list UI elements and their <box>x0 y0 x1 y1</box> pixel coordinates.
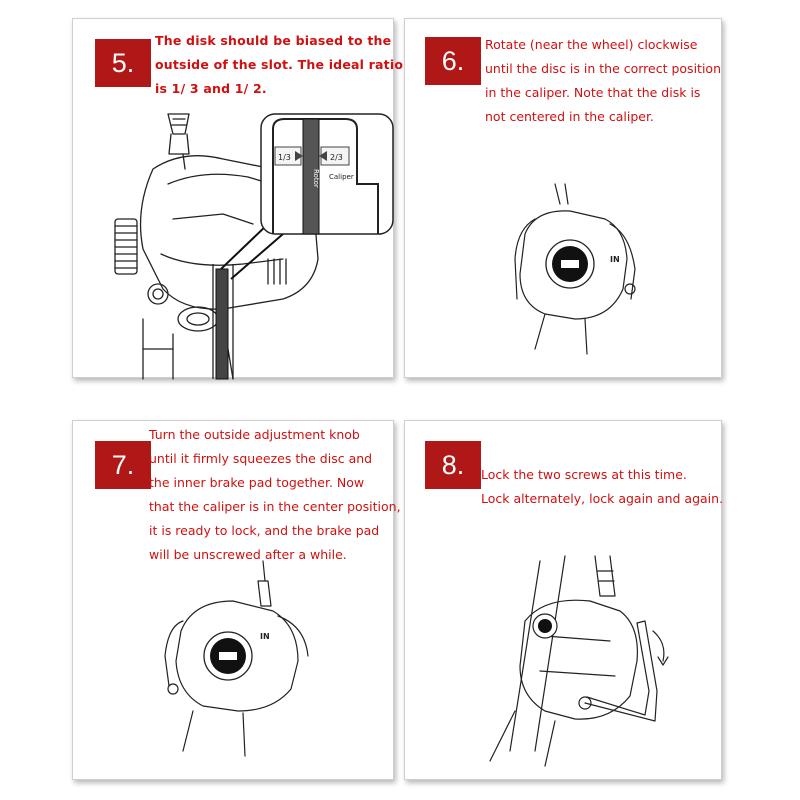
instruction-line: Lock alternately, lock again and again. <box>481 491 724 506</box>
right-ratio-label: 2/3 <box>330 153 343 162</box>
step-badge: 6. <box>425 37 481 85</box>
in-label: IN <box>610 255 620 264</box>
instruction-line: The disk should be biased to the <box>155 33 392 48</box>
left-ratio-label: 1/3 <box>278 153 291 162</box>
step-instructions: The disk should be biased to the outside… <box>155 29 403 101</box>
instruction-line: not centered in the caliper. <box>485 109 654 124</box>
step-badge: 8. <box>425 441 481 489</box>
instruction-line: in the caliper. Note that the disk is <box>485 85 701 100</box>
step-instructions: Rotate (near the wheel) clockwise until … <box>485 33 721 129</box>
step-instructions: Lock the two screws at this time. Lock a… <box>481 463 723 511</box>
caliper-label: Caliper <box>329 173 354 181</box>
step-8-panel: 8. Lock the two screws at this time. Loc… <box>404 420 723 780</box>
instruction-line: will be unscrewed after a while. <box>149 547 347 562</box>
step-6-panel: 6. Rotate (near the wheel) clockwise unt… <box>404 18 722 378</box>
instruction-line: it is ready to lock, and the brake pad <box>149 523 380 538</box>
rotor-label: Rotor <box>312 169 320 188</box>
instruction-line: until it firmly squeezes the disc and <box>149 451 373 466</box>
instruction-line: the inner brake pad together. Now <box>149 475 365 490</box>
instruction-line: until the disc is in the correct positio… <box>485 61 721 76</box>
caliper-slot-diagram: Rotor 1/3 2/3 Caliper <box>114 113 394 380</box>
step-7-panel: 7. Turn the outside adjustment knob unti… <box>72 420 401 780</box>
instruction-line: Turn the outside adjustment knob <box>149 427 360 442</box>
step-5-panel: 5. The disk should be biased to the outs… <box>72 18 403 380</box>
step-instructions: Turn the outside adjustment knob until i… <box>149 423 401 567</box>
instruction-line: that the caliper is in the center positi… <box>149 499 401 514</box>
in-label: IN <box>260 632 270 641</box>
step-badge: 5. <box>95 39 151 87</box>
knob-adjustment-diagram: IN <box>164 560 309 757</box>
caliper-rotation-diagram: IN <box>514 183 636 355</box>
instruction-line: is 1/ 3 and 1/ 2. <box>155 81 267 96</box>
step-badge: 7. <box>95 441 151 489</box>
instruction-line: outside of the slot. The ideal ratio <box>155 57 404 72</box>
instruction-line: Rotate (near the wheel) clockwise <box>485 37 698 52</box>
screw-locking-diagram <box>489 555 669 767</box>
instruction-line: Lock the two screws at this time. <box>481 467 687 482</box>
